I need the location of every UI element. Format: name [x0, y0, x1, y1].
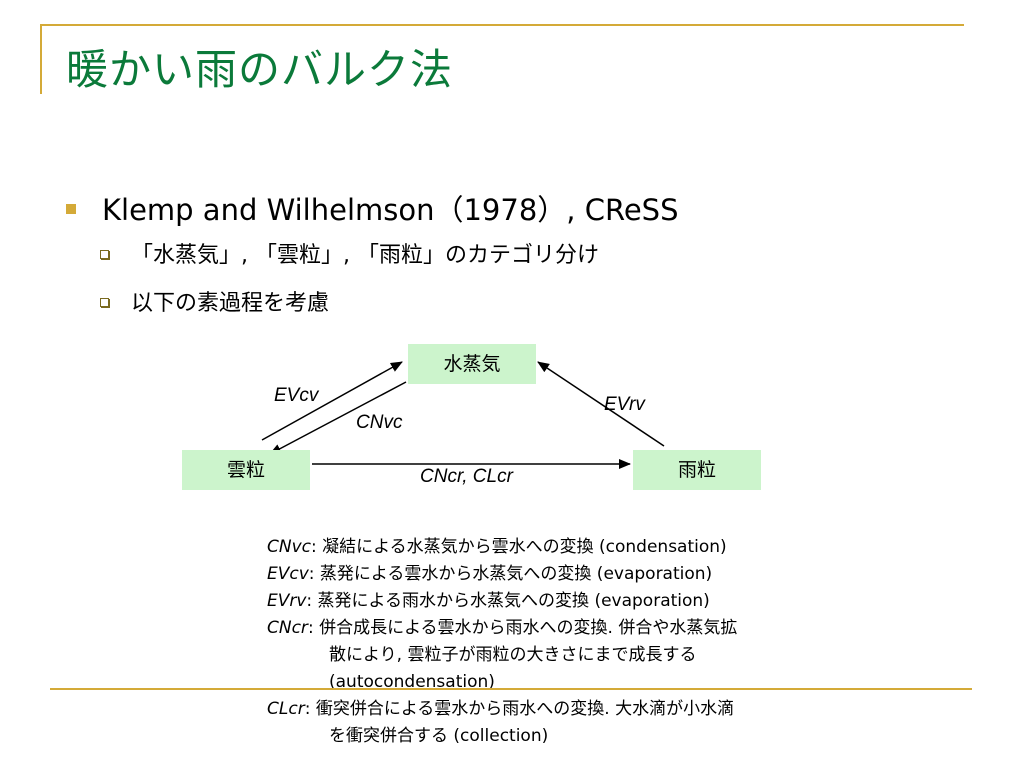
- desc-text: : 蒸発による雲水から水蒸気への変換 (evaporation): [308, 564, 713, 584]
- process-descriptions: CNvc: 凝結による水蒸気から雲水への変換 (condensation) EV…: [267, 534, 907, 750]
- desc-row: CNvc: 凝結による水蒸気から雲水への変換 (condensation): [267, 534, 907, 561]
- bullet-main: Klemp and Wilhelmson（1978）, CReSS: [66, 188, 678, 232]
- desc-term: CNcr: [267, 618, 308, 638]
- desc-row: CNcr: 併合成長による雲水から雨水への変換. 併合や水蒸気拡: [267, 615, 907, 642]
- desc-term: CLcr: [267, 699, 305, 719]
- bullet-sub-processes: 以下の素過程を考慮: [100, 288, 329, 320]
- desc-row-continuation: (autocondensation): [329, 672, 495, 692]
- desc-row-continuation: 散により, 雲粒子が雨粒の大きさにまで成長する: [329, 645, 697, 665]
- bullet-main-text: Klemp and Wilhelmson（1978）, CReSS: [102, 193, 679, 227]
- hollow-square-bullet-icon: [100, 297, 109, 307]
- desc-row: EVrv: 蒸発による雨水から水蒸気への変換 (evaporation): [267, 588, 907, 615]
- desc-row: EVcv: 蒸発による雲水から水蒸気への変換 (evaporation): [267, 561, 907, 588]
- hollow-square-bullet-icon: [100, 249, 109, 259]
- node-water-vapor: 水蒸気: [408, 344, 536, 384]
- node-rain-drop: 雨粒: [633, 450, 761, 490]
- square-bullet-icon: [66, 204, 76, 214]
- arrow-evcv: [261, 361, 403, 441]
- desc-term: EVrv: [267, 591, 307, 611]
- label-cncr-clcr: CNcr, CLcr: [420, 466, 513, 487]
- arrow-evrv: [537, 361, 665, 447]
- bullet-sub-text: 「水蒸気」, 「雲粒」, 「雨粒」のカテゴリ分け: [131, 243, 599, 268]
- bullet-sub-categories: 「水蒸気」, 「雲粒」, 「雨粒」のカテゴリ分け: [100, 240, 599, 272]
- desc-text: : 凝結による水蒸気から雲水への変換 (condensation): [311, 537, 727, 557]
- desc-row-continuation: を衝突併合する (collection): [329, 726, 549, 746]
- frame-line-top: [40, 24, 964, 26]
- frame-line-left: [40, 24, 42, 94]
- frame-line-bottom: [50, 688, 972, 690]
- desc-text: : 蒸発による雨水から水蒸気への変換 (evaporation): [306, 591, 710, 611]
- node-cloud-droplet: 雲粒: [182, 450, 310, 490]
- bullet-sub-text: 以下の素過程を考慮: [131, 291, 330, 316]
- label-cnvc: CNvc: [356, 412, 403, 433]
- desc-term: EVcv: [267, 564, 309, 584]
- slide-title: 暖かい雨のバルク法: [66, 45, 454, 94]
- desc-text: : 衝突併合による雲水から雨水への変換. 大水滴が小水滴: [304, 699, 735, 719]
- desc-term: CNvc: [267, 537, 311, 557]
- label-evcv: EVcv: [274, 385, 319, 406]
- desc-text: : 併合成長による雲水から雨水への変換. 併合や水蒸気拡: [307, 618, 738, 638]
- desc-row: CLcr: 衝突併合による雲水から雨水への変換. 大水滴が小水滴: [267, 696, 907, 723]
- arrow-cnvc: [269, 381, 407, 455]
- label-evrv: EVrv: [604, 394, 645, 415]
